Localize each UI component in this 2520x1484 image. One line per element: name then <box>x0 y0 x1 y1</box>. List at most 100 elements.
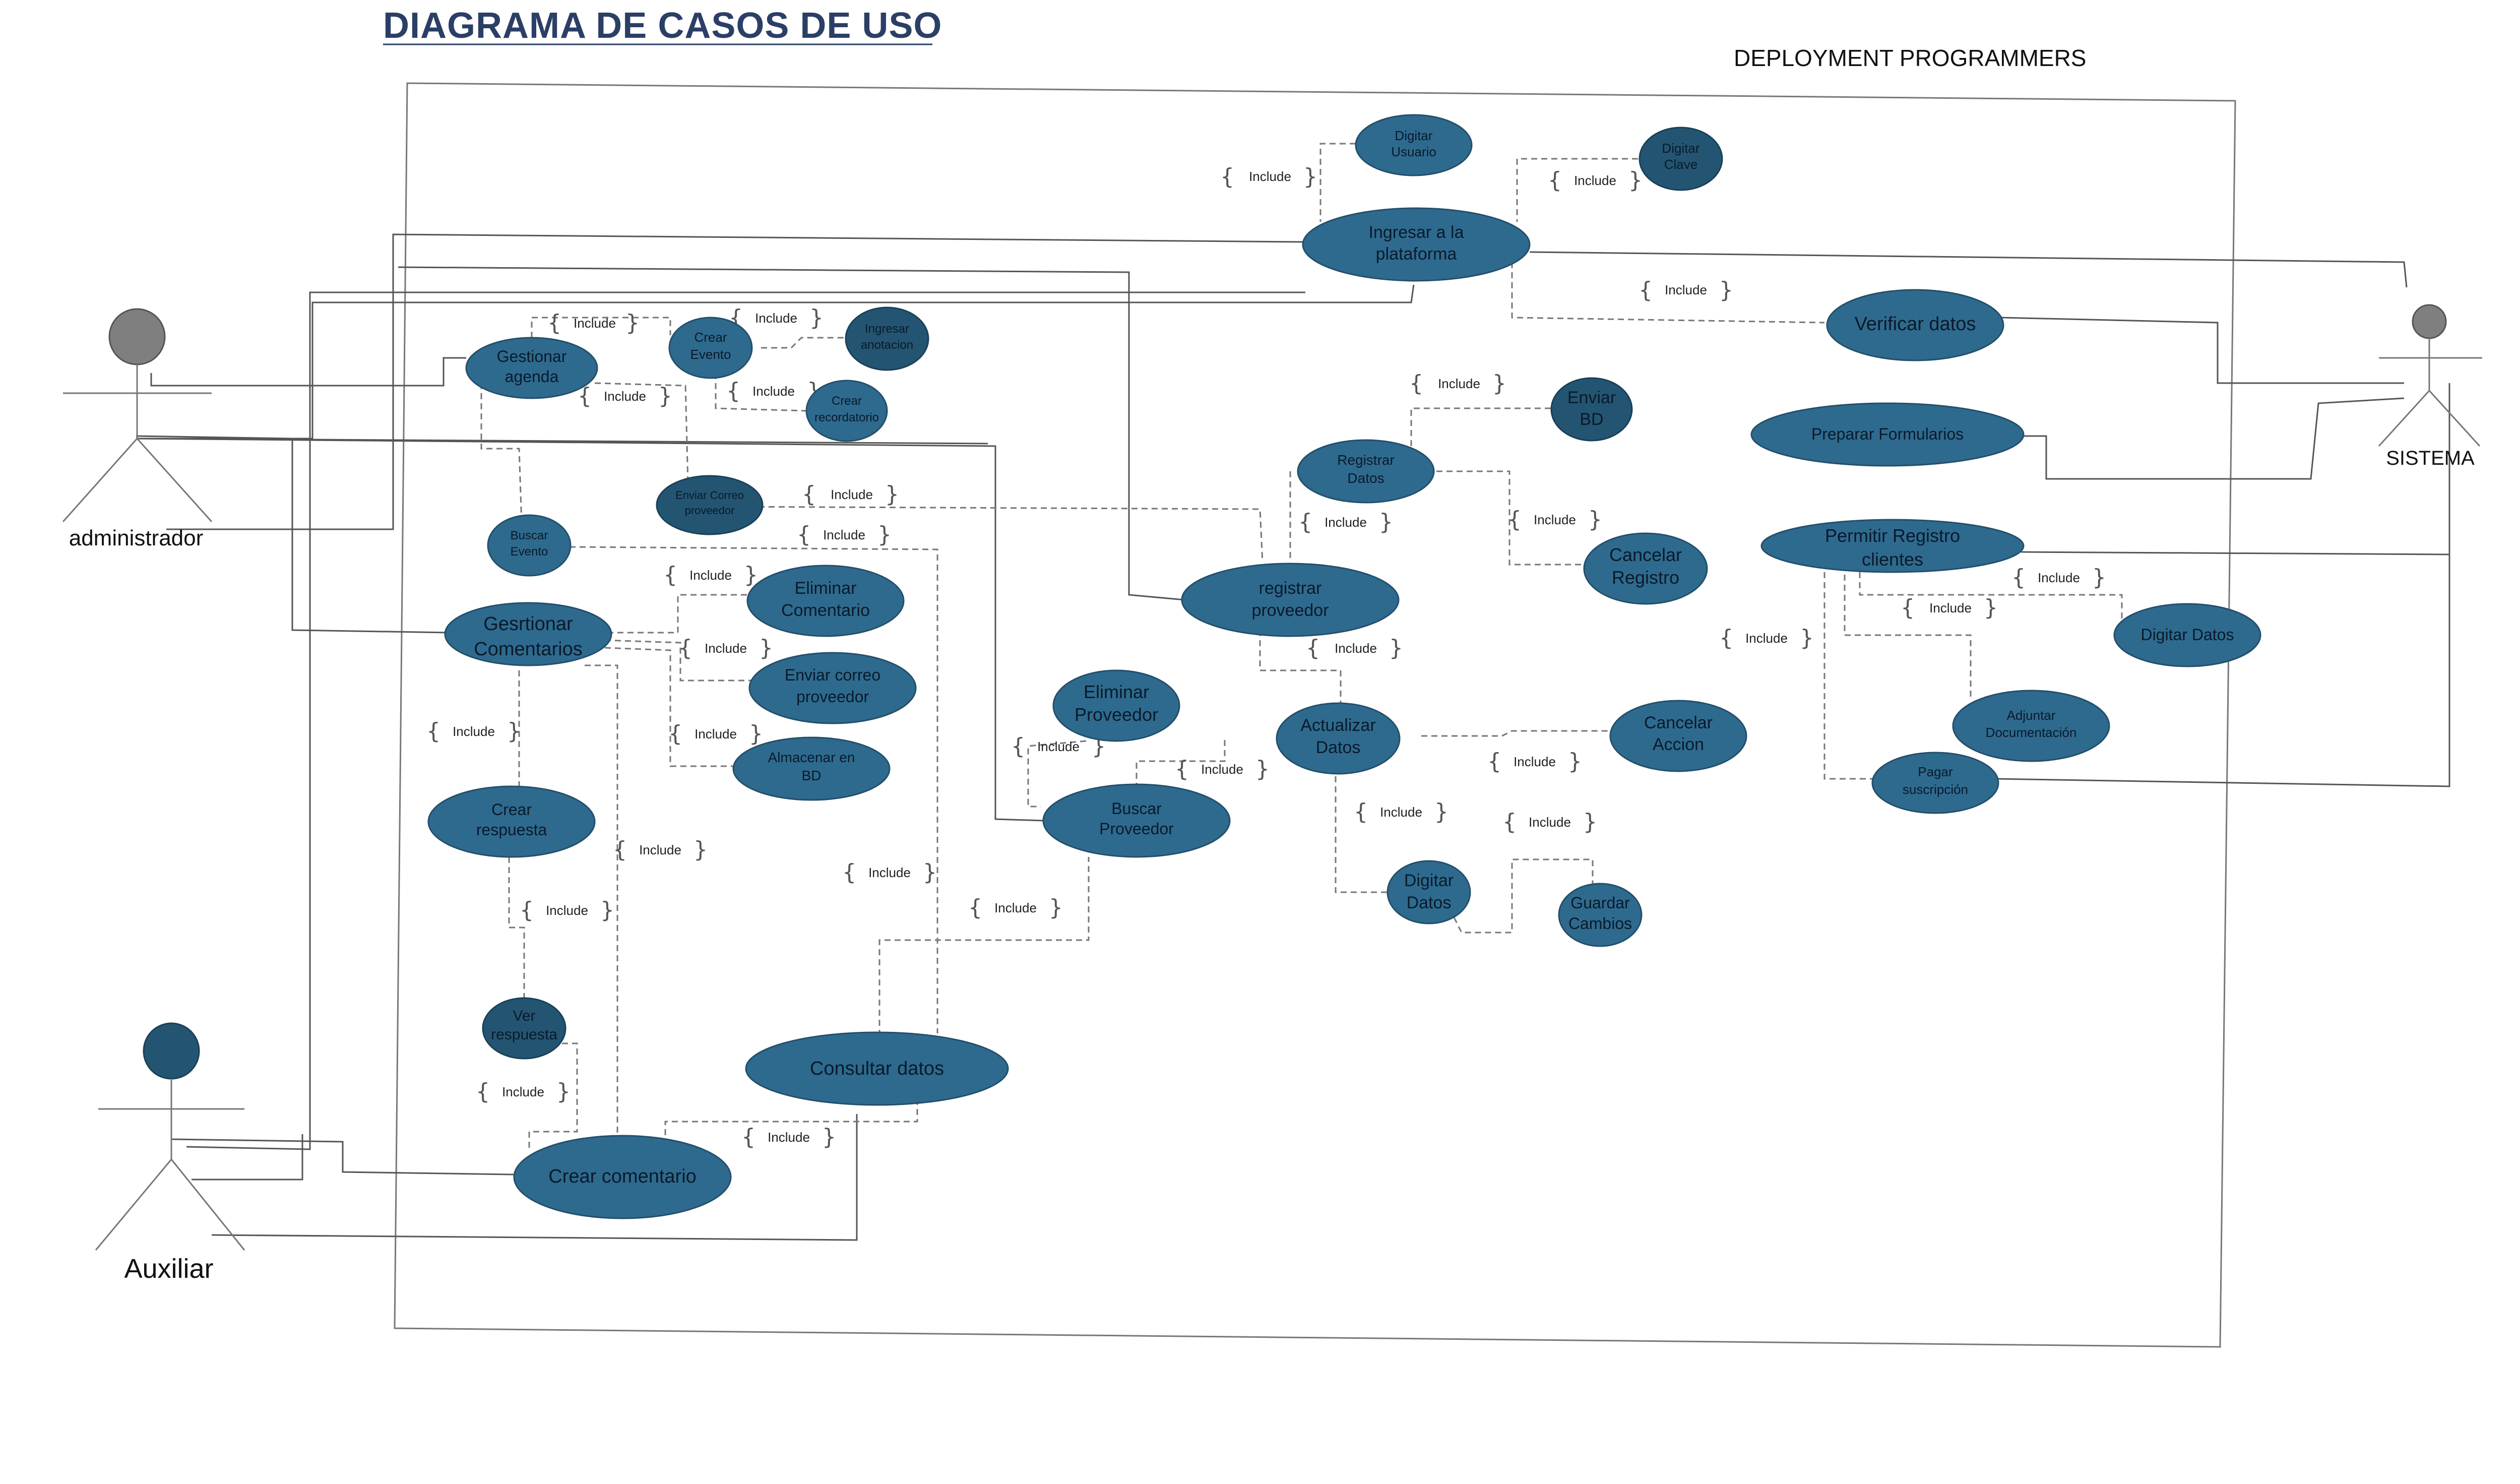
usecase-digitar-datos-registro: Digitar Datos <box>2113 603 2261 667</box>
svg-text:Include: Include <box>868 865 911 880</box>
svg-text:Include: Include <box>695 726 737 741</box>
svg-text:Include: Include <box>689 568 732 583</box>
svg-text:}: } <box>1492 370 1506 396</box>
svg-text:Include: Include <box>1380 805 1422 820</box>
svg-text:Guardar: Guardar <box>1570 894 1630 912</box>
svg-text:Proveedor: Proveedor <box>1075 704 1158 725</box>
svg-text:Permitir Registro: Permitir Registro <box>1825 525 1960 546</box>
svg-text:{: { <box>1175 756 1189 782</box>
svg-text:Accion: Accion <box>1653 735 1704 754</box>
include-label: {Include} <box>842 859 937 885</box>
svg-text:Adjuntar: Adjuntar <box>2007 708 2056 723</box>
svg-text:{: { <box>2011 565 2026 590</box>
svg-text:Include: Include <box>1665 282 1707 297</box>
svg-text:clientes: clientes <box>1862 549 1923 570</box>
svg-text:{: { <box>668 721 682 747</box>
include-label: {Include} <box>2011 565 2106 590</box>
svg-text:Digitar: Digitar <box>1395 128 1432 143</box>
usecase-crear-comentario: Crear comentario <box>513 1135 732 1219</box>
svg-text:Include: Include <box>1534 512 1576 527</box>
svg-text:Include: Include <box>546 903 588 918</box>
page-title: DIAGRAMA DE CASOS DE USO <box>383 6 942 46</box>
include-label: {Include} <box>613 837 708 862</box>
actor-head <box>2412 304 2447 339</box>
svg-text:Include: Include <box>768 1130 810 1145</box>
actor-sistema: SISTEMA <box>2378 304 2482 469</box>
include-label: {Include} <box>1502 809 1597 835</box>
svg-text:Clave: Clave <box>1664 157 1697 172</box>
association-lines <box>136 233 2450 1241</box>
include-label: {Include} <box>1548 167 1643 193</box>
svg-text:{: { <box>797 522 811 547</box>
actor-administrador: administrador <box>62 308 213 550</box>
svg-text:{: { <box>1502 809 1517 835</box>
svg-text:}: } <box>1719 277 1733 303</box>
svg-text:Include: Include <box>831 487 873 502</box>
usecase-consultar-datos: Consultar datos <box>745 1031 1009 1106</box>
include-label: {Include} <box>1175 756 1270 782</box>
svg-text:}: } <box>1255 756 1270 782</box>
svg-text:Proveedor: Proveedor <box>1099 820 1174 838</box>
svg-text:}: } <box>822 1124 836 1150</box>
svg-text:Digitar Datos: Digitar Datos <box>2141 626 2234 644</box>
svg-text:Almacenar en: Almacenar en <box>768 750 855 765</box>
include-label: {Include} <box>678 635 773 661</box>
svg-text:{: { <box>1354 799 1368 825</box>
svg-text:Crear comentario: Crear comentario <box>548 1166 697 1187</box>
svg-text:Include: Include <box>1745 631 1788 646</box>
svg-text:{: { <box>1298 509 1312 535</box>
svg-text:Include: Include <box>755 311 797 326</box>
svg-text:}: } <box>809 305 824 331</box>
svg-text:Include: Include <box>574 316 616 331</box>
svg-text:}: } <box>759 635 773 661</box>
svg-text:respuesta: respuesta <box>476 821 547 839</box>
svg-text:}: } <box>600 897 614 923</box>
svg-text:Digitar: Digitar <box>1662 141 1699 156</box>
svg-text:proveedor: proveedor <box>796 688 869 706</box>
svg-text:Ingresar: Ingresar <box>865 322 909 336</box>
include-labels: {Include} {Include} {Include} {Include} … <box>426 164 2106 1150</box>
svg-text:Evento: Evento <box>511 545 548 559</box>
svg-text:}: } <box>744 562 758 588</box>
svg-text:Gesrtionar: Gesrtionar <box>483 613 573 635</box>
svg-text:{: { <box>663 562 677 588</box>
svg-text:Comentario: Comentario <box>781 601 870 620</box>
svg-text:}: } <box>2092 565 2106 590</box>
include-label: {Include} <box>1639 277 1733 303</box>
svg-text:}: } <box>1389 635 1403 661</box>
svg-text:Registrar: Registrar <box>1337 452 1395 468</box>
include-label: { Include} <box>1354 799 1448 825</box>
svg-text:Datos: Datos <box>1316 738 1361 757</box>
svg-text:Comentarios: Comentarios <box>474 639 582 660</box>
svg-text:{: { <box>1306 635 1320 661</box>
include-label: {Include} <box>1901 595 1998 621</box>
svg-text:proveedor: proveedor <box>684 504 734 517</box>
svg-text:Eliminar: Eliminar <box>795 579 857 598</box>
svg-text:proveedor: proveedor <box>1251 601 1329 620</box>
svg-text:}: } <box>877 522 892 547</box>
svg-text:recordatorio: recordatorio <box>814 411 879 424</box>
svg-text:}: } <box>1800 625 1814 651</box>
svg-text:{: { <box>1220 164 1234 190</box>
svg-text:}: } <box>1434 799 1448 825</box>
svg-text:Crear: Crear <box>694 330 727 345</box>
svg-text:Enviar correo: Enviar correo <box>785 666 880 684</box>
svg-text:{: { <box>1507 507 1522 532</box>
svg-text:Evento: Evento <box>690 347 731 362</box>
svg-text:{: { <box>1487 749 1501 774</box>
svg-text:}: } <box>1628 167 1643 193</box>
svg-text:Include: Include <box>1335 641 1377 656</box>
usecase-permitir-registro: Permitir Registro clientes <box>1760 519 2025 573</box>
